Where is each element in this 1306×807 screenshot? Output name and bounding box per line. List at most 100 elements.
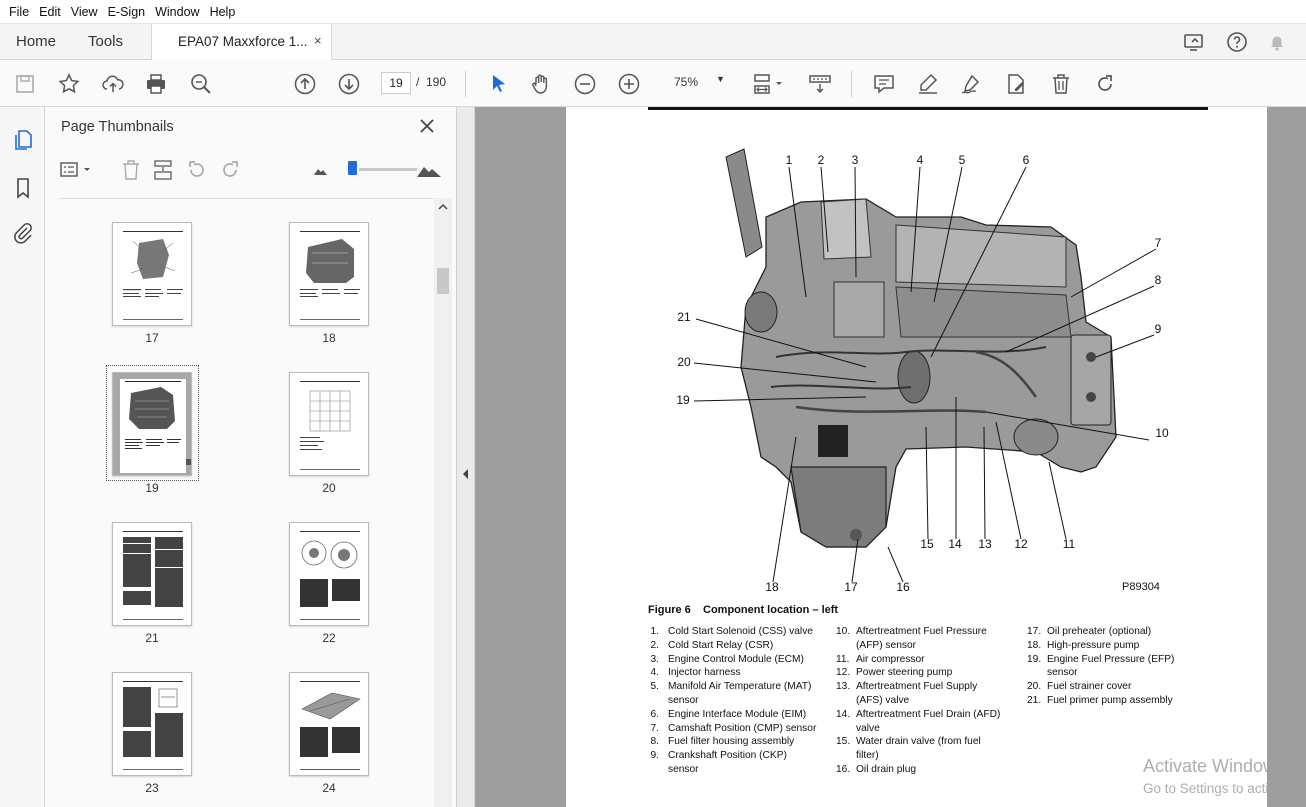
smaller-thumbnails-icon[interactable] — [309, 158, 333, 182]
page-total: 190 — [426, 75, 447, 89]
header-rule — [648, 107, 1208, 110]
highlight-pen-icon[interactable] — [915, 71, 941, 97]
redo-rotate-icon[interactable] — [1092, 71, 1118, 97]
thumbnail-page-24[interactable] — [289, 672, 369, 776]
fit-page-icon[interactable] — [750, 71, 788, 97]
callout-3: 3 — [852, 153, 859, 167]
tab-tools[interactable]: Tools — [88, 33, 124, 50]
menu-file[interactable]: File — [9, 4, 30, 19]
share-screen-icon[interactable] — [1182, 30, 1206, 54]
legend-item: filter) — [856, 750, 879, 762]
legend-item: 8.Fuel filter housing assembly — [650, 736, 795, 748]
rotate-left-icon[interactable] — [185, 158, 209, 182]
zoom-level-select[interactable]: 75% ▼ — [662, 72, 732, 94]
close-tab-button[interactable]: × — [314, 33, 322, 48]
thumbnail-page-20[interactable] — [289, 372, 369, 476]
menu-esign[interactable]: E-Sign — [107, 4, 146, 19]
callout-15: 15 — [920, 537, 934, 551]
thumbnail-page-18[interactable] — [289, 222, 369, 326]
zoom-in-icon[interactable] — [616, 71, 642, 97]
document-tab-title: EPA07 Maxxforce 1... — [178, 34, 308, 49]
bookmarks-icon[interactable] — [11, 176, 35, 200]
document-viewer[interactable]: 1 2 3 4 5 6 7 8 9 10 11 12 13 14 15 16 1… — [475, 107, 1306, 807]
thumbnail-label: 18 — [322, 331, 336, 345]
next-page-icon[interactable] — [336, 71, 362, 97]
menu-view[interactable]: View — [70, 4, 98, 19]
previous-page-icon[interactable] — [292, 71, 318, 97]
callout-1: 1 — [786, 153, 793, 167]
help-icon[interactable] — [1225, 30, 1249, 54]
tab-document[interactable]: EPA07 Maxxforce 1... × — [151, 24, 332, 60]
thumbnail-size-slider[interactable] — [359, 168, 417, 171]
thumbnail-page-17[interactable] — [112, 222, 192, 326]
thumbnail-scrollbar[interactable] — [434, 198, 452, 807]
thumbnail-page-19[interactable] — [112, 372, 192, 476]
menu-edit[interactable]: Edit — [39, 4, 61, 19]
legend-item: 3.Engine Control Module (ECM) — [650, 653, 804, 665]
extract-pages-icon[interactable] — [152, 158, 176, 182]
thumbnail-label: 19 — [145, 481, 159, 495]
legend-item: 20.Fuel strainer cover — [1027, 681, 1132, 693]
rotate-right-icon[interactable] — [218, 158, 242, 182]
legend-item: 4.Injector harness — [650, 667, 741, 679]
thumbnail-options-icon[interactable] — [59, 158, 95, 182]
thumbnail-size-slider-handle[interactable] — [348, 161, 357, 175]
zoom-out-icon[interactable] — [572, 71, 598, 97]
legend-item: 2.Cold Start Relay (CSR) — [650, 639, 774, 651]
callout-numbers: 1 2 3 4 5 6 7 8 9 10 11 12 13 14 15 16 1… — [676, 153, 1169, 594]
bookmark-star-icon[interactable] — [56, 71, 82, 97]
callout-4: 4 — [917, 153, 924, 167]
scrollbar-thumb[interactable] — [437, 268, 449, 294]
thumbnail-page-21[interactable] — [112, 522, 192, 626]
thumbnail-label: 20 — [322, 481, 336, 495]
close-panel-icon[interactable] — [417, 116, 437, 136]
thumbnail-page-22[interactable] — [289, 522, 369, 626]
toolbar-divider-2 — [851, 71, 852, 97]
legend-item: valve — [856, 722, 880, 734]
sign-pen-icon[interactable] — [958, 71, 984, 97]
callout-8: 8 — [1155, 273, 1162, 287]
panel-collapse-handle[interactable] — [457, 107, 475, 807]
legend-item: sensor — [668, 763, 699, 775]
callout-2: 2 — [818, 153, 825, 167]
scroll-mode-icon[interactable] — [807, 71, 833, 97]
activate-windows-subtext: Go to Settings to activate — [1143, 781, 1294, 796]
larger-thumbnails-icon[interactable] — [415, 158, 443, 182]
callout-10: 10 — [1155, 426, 1169, 440]
comment-icon[interactable] — [871, 71, 897, 97]
page-number-input[interactable]: 19 — [381, 72, 411, 94]
delete-page-icon[interactable] — [119, 158, 143, 182]
toolbar-divider — [465, 71, 466, 97]
attachments-paperclip-icon[interactable] — [11, 221, 35, 245]
tab-bar: Home Tools EPA07 Maxxforce 1... × — [0, 24, 1306, 60]
edit-document-icon[interactable] — [1003, 71, 1029, 97]
page-thumbnails-icon[interactable] — [11, 128, 35, 152]
hand-tool-icon[interactable] — [528, 71, 554, 97]
notification-bell-icon[interactable] — [1265, 30, 1289, 54]
thumbnail-label: 17 — [145, 331, 159, 345]
activate-windows-watermark: Activate Windows — [1143, 756, 1286, 776]
callout-6: 6 — [1023, 153, 1030, 167]
callout-16: 16 — [896, 580, 910, 594]
thumbnail-page-23[interactable] — [112, 672, 192, 776]
menu-help[interactable]: Help — [209, 4, 236, 19]
thumbnail-toolbar — [59, 156, 449, 184]
print-icon[interactable] — [143, 71, 169, 97]
callout-17: 17 — [844, 580, 858, 594]
tab-home[interactable]: Home — [16, 33, 57, 50]
callout-12: 12 — [1014, 537, 1028, 551]
search-zoom-icon[interactable] — [188, 71, 214, 97]
legend-item: 18.High-pressure pump — [1027, 639, 1140, 651]
save-icon[interactable] — [12, 71, 38, 97]
thumbnail-list: 17 18 19 20 21 22 23 24 — [59, 198, 434, 807]
menu-window[interactable]: Window — [155, 4, 200, 19]
select-cursor-icon[interactable] — [486, 71, 512, 97]
delete-icon[interactable] — [1048, 71, 1074, 97]
figure-caption: Figure 6 Component location – left — [648, 604, 839, 616]
scroll-up-arrow-icon[interactable] — [434, 200, 452, 214]
callout-13: 13 — [978, 537, 992, 551]
collapse-arrow-icon[interactable] — [457, 464, 475, 484]
zoom-dropdown-caret: ▼ — [716, 74, 725, 84]
upload-cloud-icon[interactable] — [100, 71, 126, 97]
zoom-level-value: 75% — [674, 75, 699, 89]
